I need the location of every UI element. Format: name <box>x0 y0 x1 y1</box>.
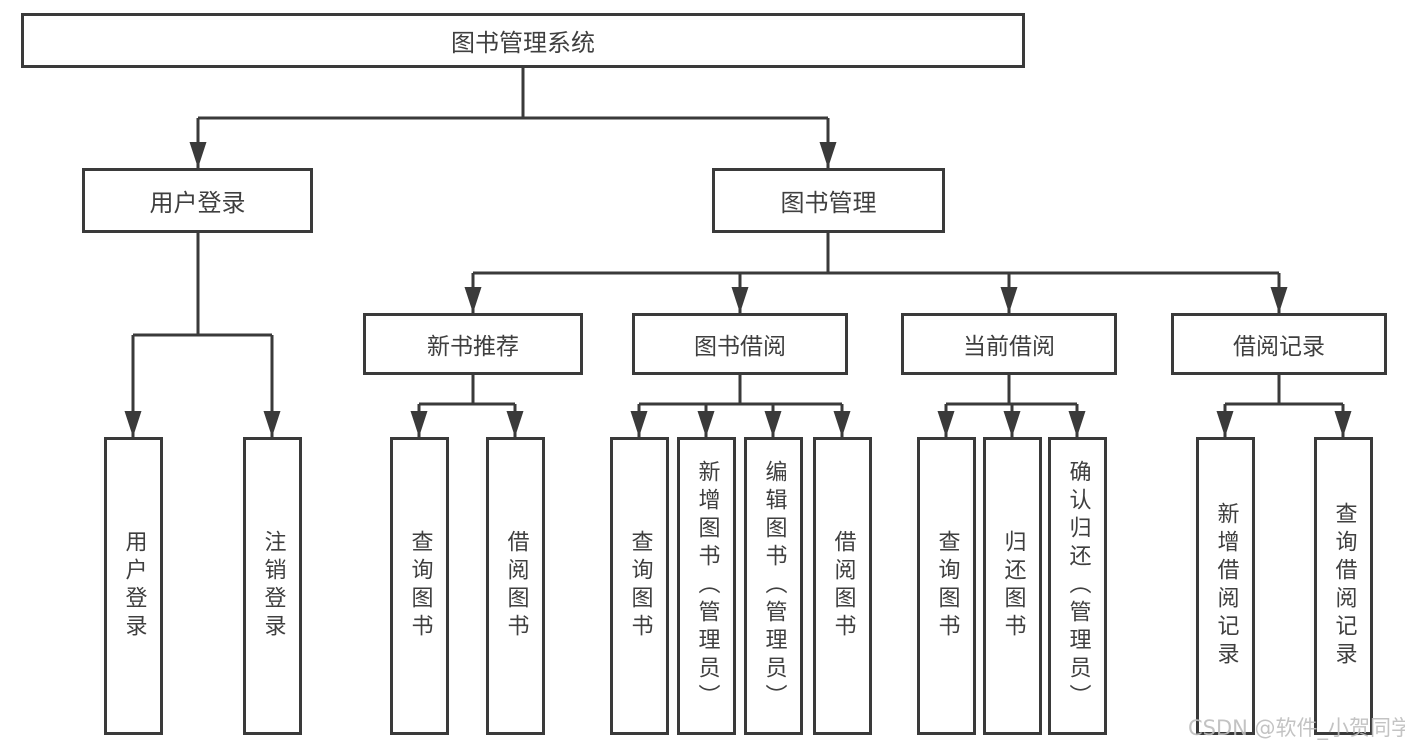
leaf-logout: 注销登录 <box>243 437 302 735</box>
leaf-return-books: 归还图书 <box>983 437 1042 735</box>
node-borrowing-records: 借阅记录 <box>1171 313 1387 375</box>
node-current-borrowing: 当前借阅 <box>901 313 1117 375</box>
leaf-add-books-admin: 新增图书（管理员） <box>677 437 736 735</box>
leaf-query-books-borrowing: 查询图书 <box>610 437 669 735</box>
leaf-user-login: 用户登录 <box>104 437 163 735</box>
leaf-query-borrow-record: 查询借阅记录 <box>1314 437 1373 735</box>
node-user-login: 用户登录 <box>82 168 313 233</box>
node-book-management: 图书管理 <box>712 168 945 233</box>
node-new-book-recommendation: 新书推荐 <box>363 313 583 375</box>
leaf-borrow-books-recommend: 借阅图书 <box>486 437 545 735</box>
leaf-add-borrow-record: 新增借阅记录 <box>1196 437 1255 735</box>
leaf-query-books-current: 查询图书 <box>917 437 976 735</box>
node-book-borrowing: 图书借阅 <box>632 313 848 375</box>
leaf-edit-books-admin: 编辑图书（管理员） <box>744 437 803 735</box>
node-library-management-system: 图书管理系统 <box>21 13 1025 68</box>
leaf-borrow-books: 借阅图书 <box>813 437 872 735</box>
leaf-confirm-return-admin: 确认归还（管理员） <box>1048 437 1107 735</box>
csdn-watermark: CSDN @软件_小贺同学 <box>1188 716 1405 740</box>
leaf-query-books-recommend: 查询图书 <box>390 437 449 735</box>
